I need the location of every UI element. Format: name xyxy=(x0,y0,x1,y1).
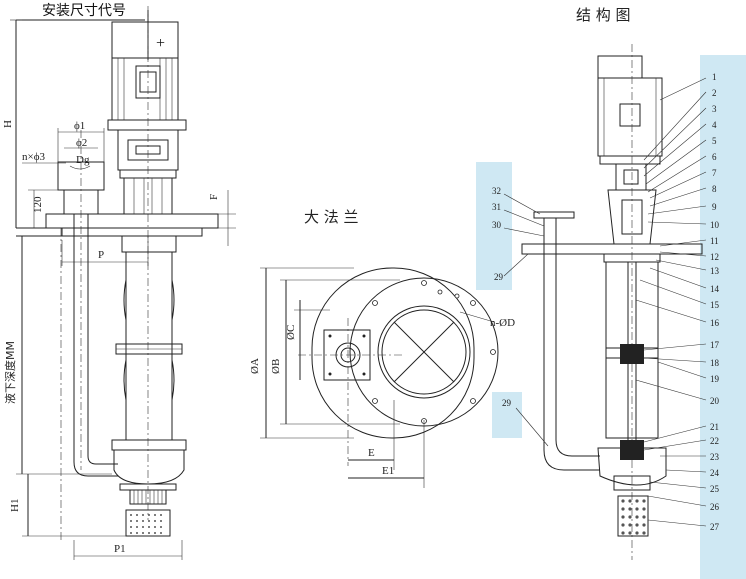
dim-H1: H1 xyxy=(9,499,21,512)
part-number: 13 xyxy=(710,266,720,276)
part-number: 4 xyxy=(712,120,717,130)
part-number: 21 xyxy=(710,422,719,432)
side-number: 30 xyxy=(492,220,502,230)
part-number: 5 xyxy=(712,136,717,146)
highlight-panel-right xyxy=(700,55,746,579)
highlight-panel-lower xyxy=(492,392,522,438)
dim-phi2: ϕ2 xyxy=(76,137,87,149)
side-number: 29 xyxy=(494,272,504,282)
dim-F: F xyxy=(208,194,220,200)
part-number-list: 1 2 3 4 5 6 7 8 9 10 11 12 13 14 15 16 1… xyxy=(710,72,720,532)
structure-title: 结 构 图 xyxy=(576,6,631,24)
part-number: 17 xyxy=(710,340,720,350)
part-number: 19 xyxy=(710,374,720,384)
installation-title: 安装尺寸代号 xyxy=(42,3,126,19)
part-number: 18 xyxy=(710,358,720,368)
part-number: 1 xyxy=(712,72,717,82)
dim-phiC: ØC xyxy=(285,325,297,340)
part-number: 6 xyxy=(712,152,717,162)
side-number: 31 xyxy=(492,202,501,212)
part-number: 2 xyxy=(712,88,717,98)
structure-view: 结 构 图 xyxy=(492,6,720,560)
highlight-panel-left xyxy=(476,162,512,290)
part-number: 23 xyxy=(710,452,720,462)
part-number: 27 xyxy=(710,522,720,532)
dim-n-phi3: n×ϕ3 xyxy=(22,151,45,163)
svg-text:+: + xyxy=(156,35,165,52)
part-number: 9 xyxy=(712,202,717,212)
side-number: 32 xyxy=(492,186,501,196)
dim-Dg: Dg xyxy=(76,154,90,166)
dim-phiB: ØB xyxy=(270,359,282,374)
dim-P: P xyxy=(98,249,104,261)
part-number: 20 xyxy=(710,396,720,406)
installation-dimension-view: 安装尺寸代号 + xyxy=(2,3,236,560)
dim-phiA: ØA xyxy=(249,358,261,374)
dim-E1: E1 xyxy=(382,465,394,477)
part-number: 25 xyxy=(710,484,720,494)
part-number: 8 xyxy=(712,184,717,194)
dim-120: 120 xyxy=(32,196,44,213)
dim-depth: 液下深度MM xyxy=(3,341,17,404)
part-number: 14 xyxy=(710,284,720,294)
dim-E: E xyxy=(368,447,375,459)
part-number: 15 xyxy=(710,300,720,310)
part-number: 3 xyxy=(712,104,717,114)
part-number: 7 xyxy=(712,168,717,178)
dim-nD: n-ØD xyxy=(490,317,515,329)
flange-title: 大 法 兰 xyxy=(304,208,359,226)
large-flange-view: 大 法 兰 ØA ØB xyxy=(249,208,515,488)
dim-P1: P1 xyxy=(114,543,126,555)
part-number: 26 xyxy=(710,502,720,512)
part-number: 12 xyxy=(710,252,719,262)
part-number: 16 xyxy=(710,318,720,328)
part-number: 11 xyxy=(710,236,719,246)
dim-phi1: ϕ1 xyxy=(74,120,85,132)
side-number-lower: 29 xyxy=(502,398,512,408)
dim-H: H xyxy=(2,120,14,128)
part-number: 10 xyxy=(710,220,720,230)
part-number: 24 xyxy=(710,468,720,478)
part-number: 22 xyxy=(710,436,719,446)
